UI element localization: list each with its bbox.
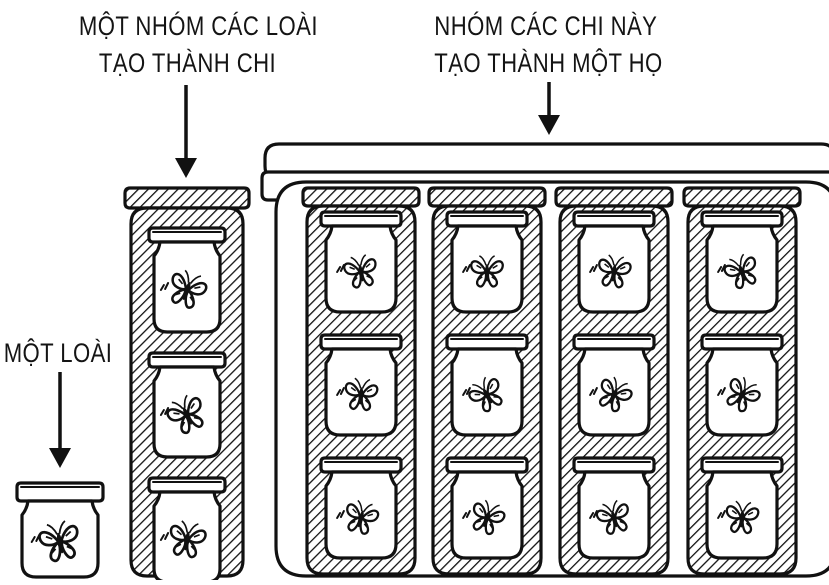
arrow-genus [175,85,197,178]
inner-jar-lid [321,212,401,226]
inner-jar [574,212,654,312]
inner-jar [149,353,225,457]
inner-jar [574,335,654,435]
inner-jar-lid [149,353,225,367]
inner-jar-lid [447,212,527,226]
species-jar-lid [17,483,103,501]
inner-jar-lid [447,335,527,349]
genus-jar-lid [125,188,249,208]
inner-jar-lid [574,458,654,472]
inner-jar-lid [702,335,782,349]
inner-jar [702,458,782,558]
genus-jar [684,188,800,574]
genus-jar [556,188,672,574]
arrow-family [538,82,560,135]
inner-jar [321,335,401,435]
label-genus-line1: MỘT NHÓM CÁC LOÀI [79,8,296,45]
inner-jar [447,335,527,435]
inner-jar-lid [149,478,225,492]
inner-jar-lid [321,458,401,472]
inner-jar-lid [321,335,401,349]
inner-jar [447,458,527,558]
inner-jar-lid [574,335,654,349]
inner-jar [321,212,401,312]
genus-jar-lid [556,188,672,206]
genus-jar-lid [684,188,800,206]
label-family-line1: NHÓM CÁC CHI NÀY [434,8,655,45]
inner-jar [149,478,225,580]
genus-jar [125,188,249,580]
inner-jar [702,212,782,312]
genus-jar-lid [303,188,419,206]
label-species: MỘT LOÀI [4,335,111,372]
inner-jar [447,212,527,312]
inner-jar-lid [702,212,782,226]
family-jar [262,144,829,576]
genus-jar [303,188,419,574]
inner-jar [574,458,654,558]
label-family: NHÓM CÁC CHI NÀY TẠO THÀNH MỘT HỌ [434,8,655,82]
inner-jar [321,458,401,558]
inner-jar-lid [574,212,654,226]
inner-jar-lid [447,458,527,472]
species-jar [17,483,103,577]
genus-inner-jars [149,228,225,580]
arrow-species [49,372,71,468]
inner-jar-lid [149,228,225,242]
label-genus-line2: TẠO THÀNH CHI [79,45,296,82]
label-genus: MỘT NHÓM CÁC LOÀI TẠO THÀNH CHI [79,8,296,82]
label-family-line2: TẠO THÀNH MỘT HỌ [434,45,655,82]
inner-jar [702,335,782,435]
inner-jar-lid [702,458,782,472]
genus-jar [429,188,545,574]
label-species-text: MỘT LOÀI [4,335,111,372]
genus-jar-lid [429,188,545,206]
inner-jar [149,228,225,332]
